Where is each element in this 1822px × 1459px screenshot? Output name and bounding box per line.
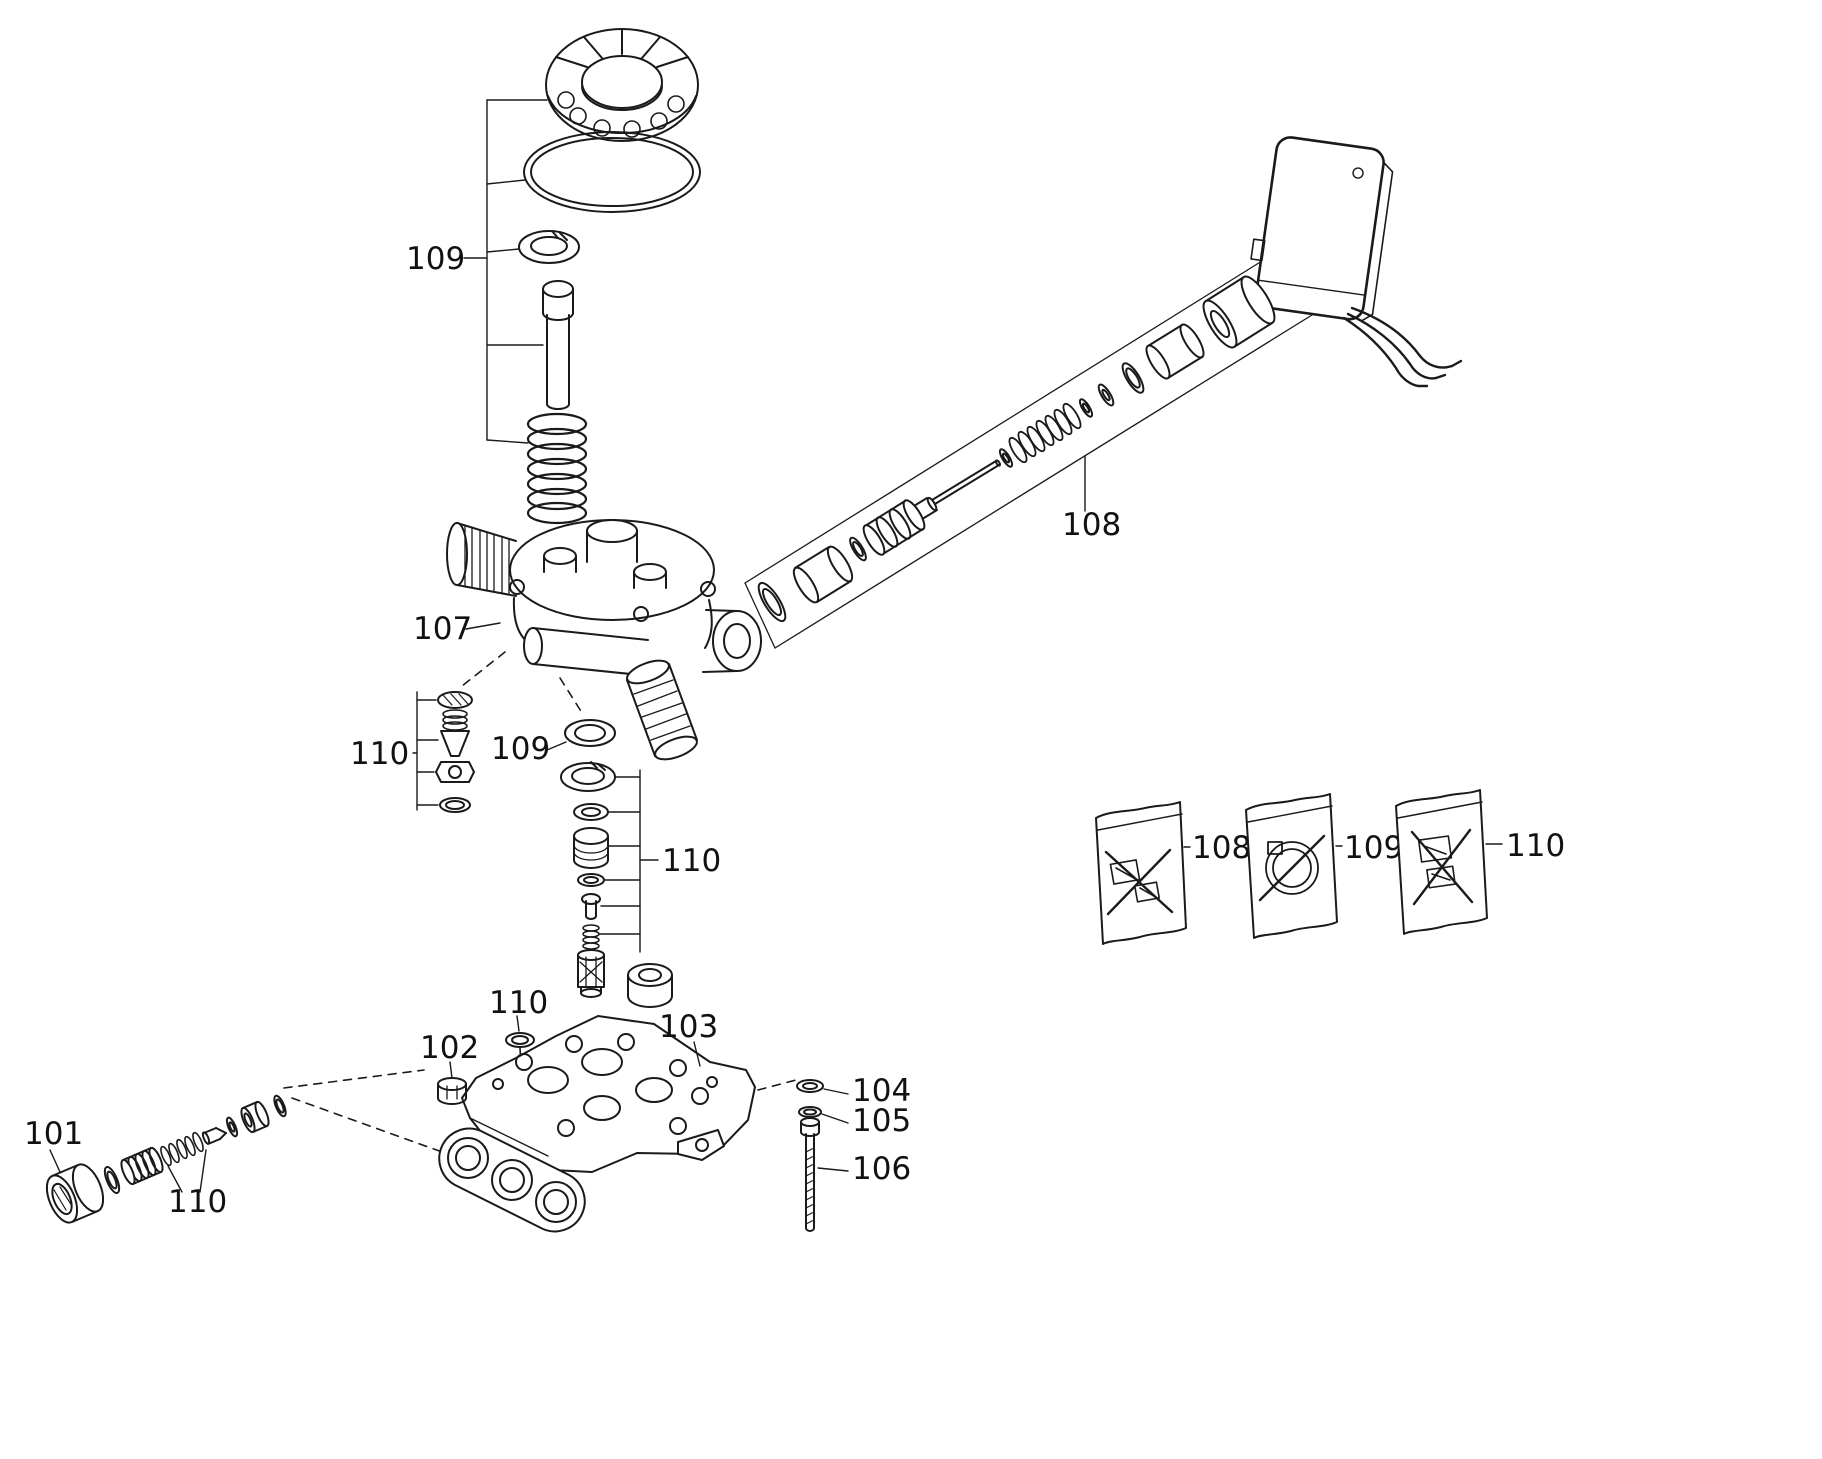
block-oring — [505, 1032, 535, 1048]
bypass-valve-assembly — [45, 1094, 287, 1224]
bracket-110-check-valve — [412, 691, 439, 811]
bracket-110-seal-stack — [599, 769, 659, 953]
leader-109-seal — [546, 741, 567, 751]
pump-head — [446, 519, 762, 761]
leader-107 — [465, 622, 501, 630]
lower-threaded-port — [626, 659, 698, 761]
stack-spring — [582, 924, 600, 950]
large-snap-ring — [523, 131, 701, 213]
service-bag-108 — [1095, 801, 1187, 945]
part-label-105: 105 — [852, 1103, 911, 1139]
part-label-108-bag: 108 — [1192, 830, 1251, 866]
piston-spring — [526, 412, 588, 525]
bolt-106 — [800, 1117, 820, 1232]
small-bushing — [240, 1100, 270, 1134]
small-washer — [225, 1116, 239, 1138]
axis-guide-lines — [744, 255, 1313, 649]
stack-small-oring — [577, 873, 605, 887]
valve-poppet — [201, 1127, 227, 1145]
circlip-washer — [518, 230, 580, 264]
part-label-101: 101 — [24, 1116, 83, 1152]
axis-oring-1 — [757, 581, 787, 623]
axis-seal-ring — [1121, 362, 1145, 394]
outlet-port — [702, 609, 762, 673]
axis-washer-1 — [998, 448, 1014, 468]
seal-stack — [560, 761, 673, 1008]
switch-wires — [1342, 306, 1463, 388]
stack-circlip — [560, 761, 616, 792]
unloader-axis-parts — [757, 275, 1276, 623]
bolt-group — [796, 1079, 824, 1232]
part-label-110-block: 110 — [489, 985, 548, 1021]
cap-101 — [45, 1163, 105, 1224]
bag-109-oring-icon — [1265, 841, 1319, 895]
axis-oring-2 — [849, 536, 867, 562]
part-label-109-seal: 109 — [491, 731, 550, 767]
leader-101 — [49, 1149, 61, 1173]
leader-110-block — [516, 1015, 520, 1032]
drain-plug — [437, 1077, 467, 1105]
valve-spring — [160, 1131, 204, 1167]
washer-104 — [796, 1079, 824, 1093]
axis-big-bushing — [1202, 275, 1276, 349]
part-label-109-bag: 109 — [1344, 830, 1403, 866]
part-label-109-top: 109 — [406, 241, 465, 277]
service-bag-109 — [1245, 793, 1338, 939]
service-bag-110 — [1395, 789, 1488, 935]
unloader-spool — [862, 496, 938, 556]
oring-near — [103, 1165, 121, 1195]
inlet-port — [446, 522, 517, 597]
ball-bearing — [545, 28, 699, 142]
part-label-103: 103 — [659, 1009, 718, 1045]
oring-far — [273, 1094, 287, 1118]
shaft-seal — [564, 719, 616, 747]
stack-valve-screw — [581, 893, 601, 920]
unloader-rod — [931, 459, 1001, 505]
pressure-switch — [1250, 136, 1463, 388]
axis-washer-3 — [1097, 383, 1115, 407]
axis-spring — [1008, 402, 1082, 464]
part-label-110-check-valve: 110 — [350, 736, 409, 772]
washer-105 — [798, 1106, 822, 1118]
grooved-piston — [120, 1146, 164, 1186]
part-label-110-seal-stack: 110 — [662, 843, 721, 879]
stack-bushing — [573, 827, 609, 869]
leader-110-bottom — [167, 1149, 207, 1193]
part-label-104: 104 — [852, 1073, 911, 1109]
stack-valve-cage — [577, 949, 605, 998]
part-label-107: 107 — [413, 611, 472, 647]
part-label-110-bottom: 110 — [168, 1184, 227, 1220]
piston-pin — [542, 280, 574, 410]
leader-102 — [449, 1061, 453, 1079]
leader-103 — [693, 1041, 701, 1067]
axis-bushing-1 — [792, 545, 854, 604]
stack-hex-nut — [627, 963, 673, 1008]
stack-washer — [573, 803, 609, 821]
part-label-102: 102 — [420, 1030, 479, 1066]
check-valve-kit — [435, 691, 475, 813]
bracket-109-top — [463, 99, 548, 444]
axis-bushing-2 — [1145, 323, 1205, 380]
part-label-108-axis: 108 — [1062, 507, 1121, 543]
axis-washer-2 — [1078, 398, 1094, 418]
cylinder-block — [438, 1015, 756, 1233]
leaders-104-105-106 — [817, 1088, 849, 1172]
part-label-110-bag: 110 — [1506, 828, 1565, 864]
part-label-106: 106 — [852, 1151, 911, 1187]
